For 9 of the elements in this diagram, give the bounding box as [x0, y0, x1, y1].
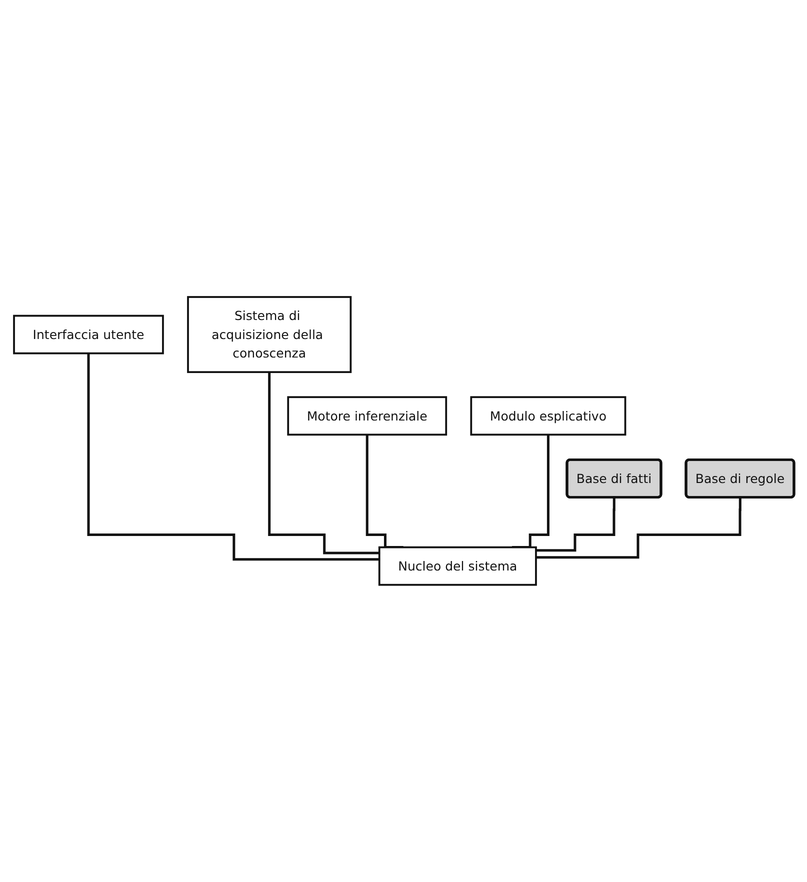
node-box: Interfaccia utente	[12, 314, 164, 354]
node-box: Motore inferenziale	[286, 396, 447, 436]
node-box: Modulo esplicativo	[470, 396, 626, 436]
node-box: Sistema di acquisizione della conoscenza	[186, 296, 352, 374]
node-box: Nucleo del sistema	[378, 546, 536, 586]
connector	[86, 352, 379, 561]
connector	[268, 370, 379, 554]
connector	[535, 496, 616, 552]
connector	[535, 496, 742, 559]
